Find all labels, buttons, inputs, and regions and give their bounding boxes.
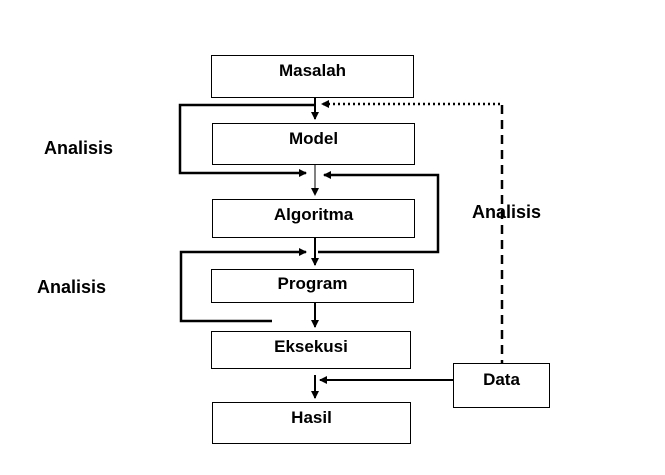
step-box-eksekusi: Eksekusi <box>211 331 411 369</box>
analysis-label-model: Analisis <box>44 138 114 158</box>
step-box-model: Model <box>212 123 415 165</box>
loop-analisis-program <box>179 248 307 323</box>
step-box-algoritma: Algoritma <box>212 199 415 238</box>
data-box: Data <box>453 363 550 408</box>
step-box-program: Program <box>211 269 414 303</box>
step-label-eksekusi: Eksekusi <box>274 337 348 356</box>
step-label-masalah: Masalah <box>278 61 347 80</box>
step-label-model: Model <box>288 129 339 148</box>
step-label-program: Program <box>277 274 348 293</box>
data-box-label: Data <box>483 370 520 389</box>
loop-analisis-algoritma <box>318 171 440 254</box>
step-label-hasil: Hasil <box>291 408 332 427</box>
step-box-hasil: Hasil <box>212 402 411 444</box>
analysis-label-program: Analisis <box>37 277 107 297</box>
analysis-label-right: Analisis <box>472 202 542 222</box>
step-label-algoritma: Algoritma <box>273 205 354 224</box>
loop-analisis-model <box>178 103 315 177</box>
step-box-masalah: Masalah <box>211 55 414 98</box>
